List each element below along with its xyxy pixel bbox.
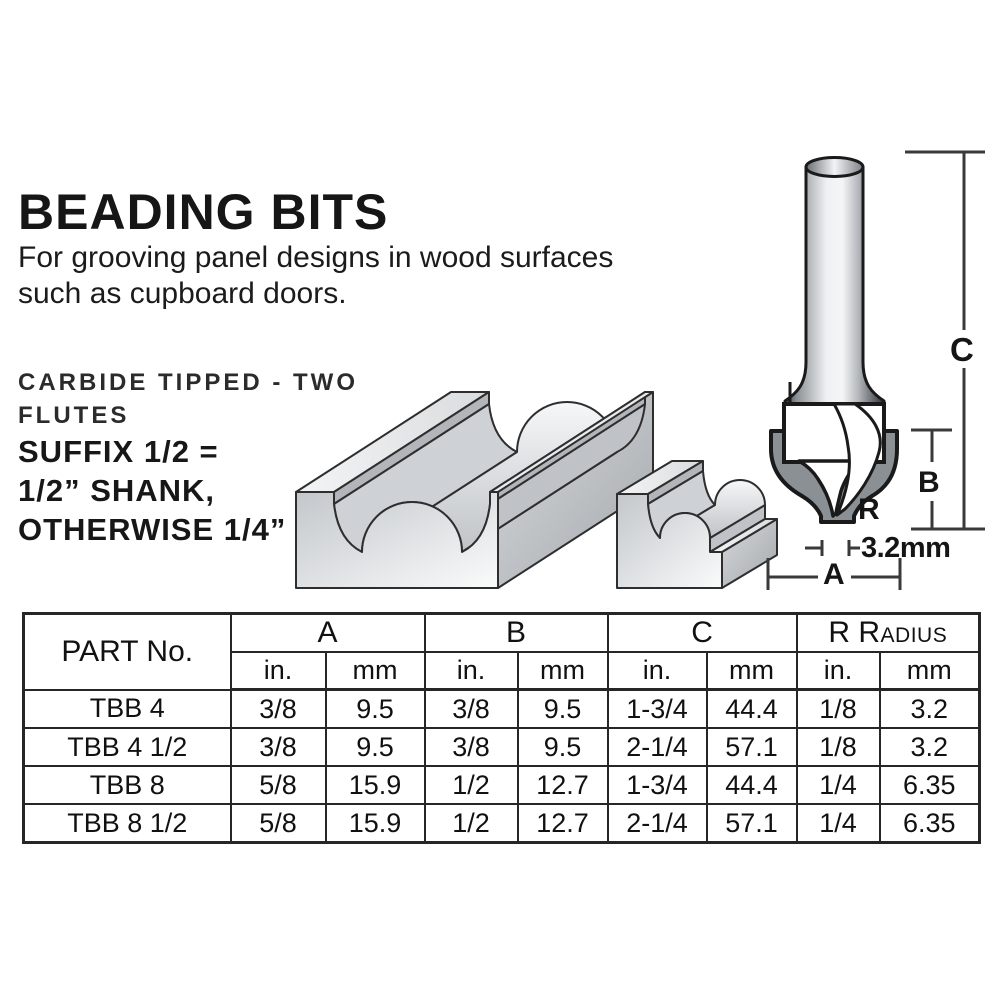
c-mm-value: 44.4 [705,765,798,805]
part-number: TBB 8 [22,765,232,805]
b-in-value: 1/2 [423,803,519,844]
a-in-value: 3/8 [229,688,327,729]
b-mm-value: 12.7 [516,765,609,805]
c-in-value: 1-3/4 [606,765,708,805]
unit-r-in: in. [795,651,881,691]
carbide-spec-line1: CARBIDE TIPPED - TWO [18,369,358,396]
a-in-value: 3/8 [229,727,327,767]
b-mm-value: 12.7 [516,803,609,844]
spec-table: PART No. A B C R Radius in. mm in. mm in… [22,612,982,844]
router-bit-flute-gullet [797,459,862,518]
r-mm-value: 6.35 [878,803,981,844]
unit-a-mm: mm [324,651,426,691]
r-mm-value: 6.35 [878,765,981,805]
group-header-c: C [606,612,798,653]
a-mm-value: 9.5 [324,688,426,729]
r-in-value: 1/8 [795,727,881,767]
large-block-side-face [497,391,654,589]
c-mm-value: 44.4 [705,688,798,729]
group-r-label: R [828,616,851,649]
dim-c-label: C [950,331,974,368]
router-bit-illustration [769,156,899,524]
page-description-line1: For grooving panel designs in wood surfa… [18,241,614,274]
unit-a-in: in. [229,651,327,691]
small-block-side-face [721,518,778,589]
unit-b-in: in. [423,651,519,691]
table-row: TBB 4 1/2 3/8 9.5 3/8 9.5 2-1/4 57.1 1/8… [22,727,981,767]
small-block-front-face [616,493,723,589]
carbide-spec-line2: FLUTES [18,402,130,429]
small-block-ledge-wall [709,504,766,553]
shank-suffix-note: SUFFIX 1/2 = 1/2” SHANK, OTHERWISE 1/4” [18,432,286,549]
shank-suffix-line3: OTHERWISE 1/4” [18,512,287,547]
large-block-right-shoulder-top [489,391,654,493]
b-mm-value: 9.5 [516,688,609,729]
small-block-ledge-top [709,518,778,553]
router-bit-shank-cap [804,156,865,178]
b-in-value: 3/8 [423,727,519,767]
dim-a-label: A [823,558,845,591]
c-mm-value: 57.1 [705,727,798,767]
c-mm-value: 57.1 [705,803,798,844]
part-number: TBB 8 1/2 [22,803,232,844]
carbide-spec-note: CARBIDE TIPPED - TWO FLUTES [18,366,358,432]
dim-b-label: B [918,466,940,499]
group-header-r: R Radius [795,612,981,653]
part-number: TBB 4 [22,688,232,729]
router-bit-cutter-body [782,402,886,464]
b-in-value: 1/2 [423,765,519,805]
b-mm-value: 9.5 [516,727,609,767]
c-in-value: 2-1/4 [606,727,708,767]
router-bit-shank [783,165,886,408]
group-a-label: A [317,616,338,649]
table-row: TBB 8 5/8 15.9 1/2 12.7 1-3/4 44.4 1/4 6… [22,765,981,805]
large-block-left-cove [333,403,518,553]
large-block-front-face [295,491,499,589]
r-mm-value: 3.2 [878,688,981,729]
part-no-header: PART No. [22,612,232,691]
page-description-line2: such as cupboard doors. [18,277,347,310]
large-block-bead [361,401,618,553]
page-title: BEADING BITS [18,184,389,240]
group-header-a: A [229,612,426,653]
table-row: TBB 8 1/2 5/8 15.9 1/2 12.7 2-1/4 57.1 1… [22,803,981,844]
unit-c-in: in. [606,651,708,691]
large-block-right-cove [461,403,646,553]
page-description: For grooving panel designs in wood surfa… [18,240,613,312]
c-in-value: 1-3/4 [606,688,708,729]
r-in-value: 1/4 [795,765,881,805]
small-block-bead [659,479,766,539]
group-b-label: B [506,616,527,649]
table-row: TBB 4 3/8 9.5 3/8 9.5 1-3/4 44.4 1/8 3.2 [22,688,981,729]
small-block-left-shoulder-top [616,460,704,495]
large-block-right-step [489,391,646,505]
unit-b-mm: mm [516,651,609,691]
r-in-value: 1/4 [795,803,881,844]
unit-c-mm: mm [705,651,798,691]
a-mm-value: 9.5 [324,727,426,767]
b-in-value: 3/8 [423,688,519,729]
group-header-b: B [423,612,609,653]
r-in-value: 1/8 [795,688,881,729]
wood-profile-small-illustration [616,460,778,589]
unit-r-mm: mm [878,651,981,691]
a-in-value: 5/8 [229,765,327,805]
table-units-row: in. mm in. mm in. mm in. mm [24,651,981,691]
small-block-cove [647,470,716,539]
tip-width-label: 3.2mm [861,532,951,564]
a-in-value: 5/8 [229,803,327,844]
group-c-label: C [691,616,713,649]
a-mm-value: 15.9 [324,765,426,805]
group-r-sublabel: Radius [858,616,948,649]
table-group-header-row: PART No. A B C R Radius [22,612,981,691]
part-number: TBB 4 1/2 [22,727,232,767]
shank-suffix-line1: SUFFIX 1/2 = [18,434,219,469]
small-block-step-wall [647,460,704,505]
dim-r-label: R [858,493,880,526]
c-in-value: 2-1/4 [606,803,708,844]
shank-suffix-line2: 1/2” SHANK, [18,473,216,508]
a-mm-value: 15.9 [324,803,426,844]
r-mm-value: 3.2 [878,727,981,767]
